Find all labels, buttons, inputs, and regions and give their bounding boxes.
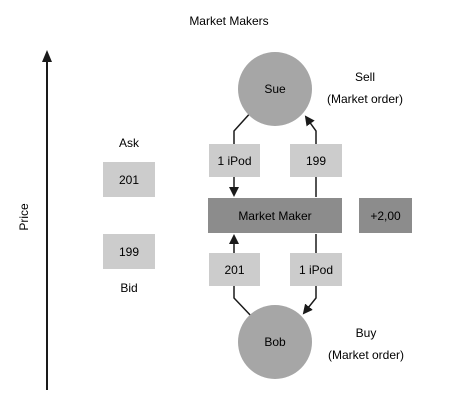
mm-to-buyer-box (290, 253, 342, 286)
seller-action: Sell (355, 70, 375, 84)
buyer-circle (238, 305, 312, 379)
upper-flow-boxes: 1 iPod 199 (209, 144, 342, 177)
bid-box (103, 234, 155, 269)
ask-box (103, 162, 155, 197)
buyer-to-mm-label: 201 (224, 263, 244, 277)
diagram-title: Market Makers (189, 14, 268, 28)
market-maker-box (208, 198, 342, 233)
market-maker-label: Market Maker (238, 209, 311, 223)
profit-box (359, 198, 412, 233)
ask-label: Ask (119, 136, 140, 150)
seller-to-mm-box (209, 144, 260, 177)
buyer-name: Bob (264, 335, 286, 349)
seller-circle (238, 52, 312, 126)
price-axis: Price (17, 50, 52, 390)
seller-node: Sue Sell (Market order) (238, 52, 403, 126)
mm-to-seller-box (290, 144, 342, 177)
mm-to-seller-label: 199 (306, 154, 326, 168)
profit-value: +2,00 (370, 209, 401, 223)
buyer-node: Bob Buy (Market order) (238, 305, 404, 379)
buyer-action: Buy (356, 326, 377, 340)
price-axis-label: Price (17, 203, 31, 231)
bid-value: 199 (119, 245, 139, 259)
lower-flow-boxes: 201 1 iPod (209, 253, 342, 286)
seller-name: Sue (264, 82, 286, 96)
quote-panel: Ask 201 199 Bid (103, 136, 155, 295)
market-maker-node: Market Maker +2,00 (208, 198, 412, 233)
seller-order-type: (Market order) (327, 92, 403, 106)
seller-to-mm-label: 1 iPod (217, 154, 251, 168)
ask-value: 201 (119, 173, 139, 187)
bid-label: Bid (120, 281, 137, 295)
arrow-up-icon-head (42, 50, 52, 62)
buyer-order-type: (Market order) (328, 348, 404, 362)
mm-to-buyer-label: 1 iPod (299, 263, 333, 277)
buyer-to-mm-box (209, 253, 260, 286)
